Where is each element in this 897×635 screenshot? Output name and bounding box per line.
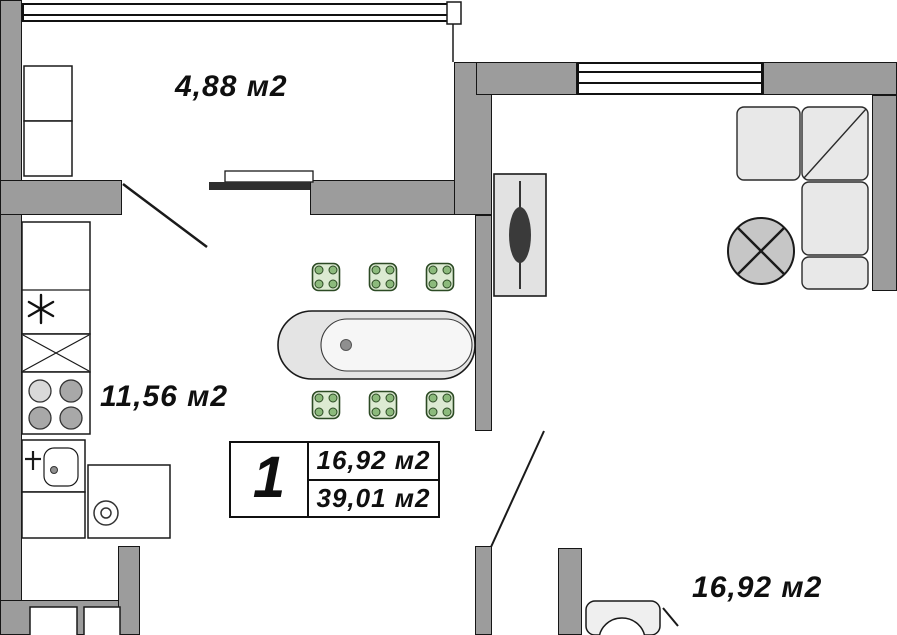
living-area-value: 16,92 м2 [309,443,438,481]
chair-icon [425,390,455,420]
chair-icon [368,262,398,292]
chair-icon [311,390,341,420]
balcony-french-window-icon [209,170,314,190]
apartment-info-box: 1 16,92 м2 39,01 м2 [229,441,440,518]
living-room-window [577,62,763,95]
balcony-window-return [446,1,462,25]
window-glass-line [24,14,450,16]
bathroom-fixture-icon [585,600,679,635]
room-count: 1 [231,443,309,516]
fridge-snowflake-icon [27,293,55,325]
chair-icon [425,262,455,292]
balcony-window [22,3,452,22]
round-table-icon [727,217,795,285]
wardrobe-mirror-icon [493,173,547,297]
total-area-value: 39,01 м2 [316,482,431,513]
balcony-cabinet-icon [23,65,73,177]
wall-bathroom [558,548,582,635]
hall-door-swing-icon [490,430,545,548]
room-label-kitchen: 11,56 м2 [100,380,229,413]
kitchen-cabinet-icon [21,491,86,539]
wall-top-right-a [476,62,577,95]
wall-balcony-divider-left [0,180,122,215]
window-glass-line [579,82,761,84]
chair-icon [368,390,398,420]
window-glass-line [579,71,761,73]
vent-shaft-icon [21,333,91,373]
sink-icon [21,439,86,493]
corner-sofa-icon [736,106,869,290]
room-label-balcony: 4,88 м2 [175,70,288,103]
dining-table-icon [277,310,476,380]
balcony-door-swing-icon [122,183,208,248]
room-label-living-room: 16,92 м2 [692,571,823,604]
wall-center [475,215,492,431]
washing-machine-icon [87,464,171,539]
wall-balcony-divider-right [310,180,476,215]
wall-right [872,95,897,291]
chair-icon [311,262,341,292]
kitchen-counter-icon [21,221,91,335]
bottom-door-panels [29,606,121,635]
wall-top-right-b [763,62,897,95]
stove-icon [21,371,91,435]
area-values: 16,92 м2 39,01 м2 [309,443,438,516]
